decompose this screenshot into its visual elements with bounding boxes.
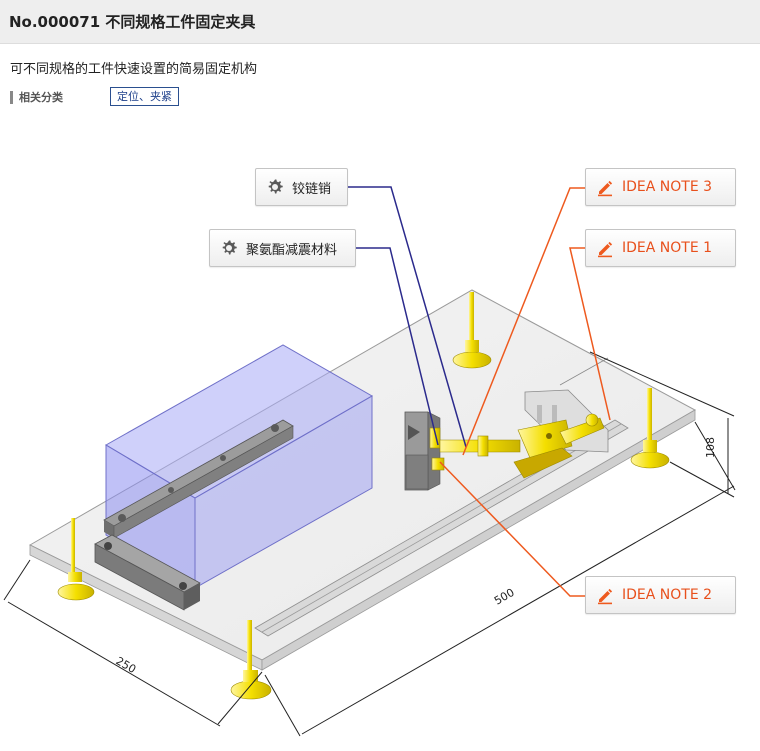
dimension-length: 500	[492, 586, 517, 608]
leader-lines-blue	[348, 186, 467, 448]
leader-lines-orange	[439, 187, 611, 597]
callout-damping-material[interactable]: 聚氨酯减震材料	[209, 229, 356, 267]
label-marker	[10, 90, 13, 104]
leveling-foot-2	[452, 292, 492, 369]
gear-icon	[264, 176, 286, 198]
idea-note-1-button[interactable]: IDEA NOTE 1	[585, 229, 736, 267]
callout-label: IDEA NOTE 2	[622, 587, 713, 603]
dimension-height: 108	[704, 437, 717, 458]
idea-note-2-button[interactable]: IDEA NOTE 2	[585, 576, 736, 614]
callout-label: 聚氨酯减震材料	[246, 242, 338, 258]
dimension-width: 250	[114, 654, 139, 676]
callout-hinge-pin[interactable]: 铰链销	[255, 168, 348, 206]
stopper-block	[404, 411, 441, 491]
idea-note-3-button[interactable]: IDEA NOTE 3	[585, 168, 736, 206]
page-title: No.000071 不同规格工件固定夹具	[9, 13, 256, 31]
leveling-foot-1	[57, 518, 95, 601]
leveling-foot-3	[630, 388, 670, 469]
related-label: 相关分类	[19, 91, 63, 104]
related-category: 相关分类	[10, 88, 63, 106]
category-tag-link[interactable]: 定位、夹紧	[110, 87, 179, 106]
description: 可不同规格的工件快速设置的简易固定机构	[10, 62, 258, 77]
pencil-icon	[594, 237, 616, 259]
gear-icon	[218, 237, 240, 259]
pencil-icon	[594, 584, 616, 606]
title-bar: No.000071 不同规格工件固定夹具	[0, 0, 760, 44]
pencil-icon	[594, 176, 616, 198]
leveling-foot-4	[230, 620, 272, 700]
dimension-lines	[3, 351, 736, 737]
locating-bar	[103, 419, 294, 539]
callout-label: IDEA NOTE 3	[622, 179, 713, 195]
callout-label: 铰链销	[292, 181, 332, 197]
toggle-clamp	[429, 413, 605, 479]
locating-block	[94, 534, 201, 611]
callout-label: IDEA NOTE 1	[622, 240, 713, 256]
